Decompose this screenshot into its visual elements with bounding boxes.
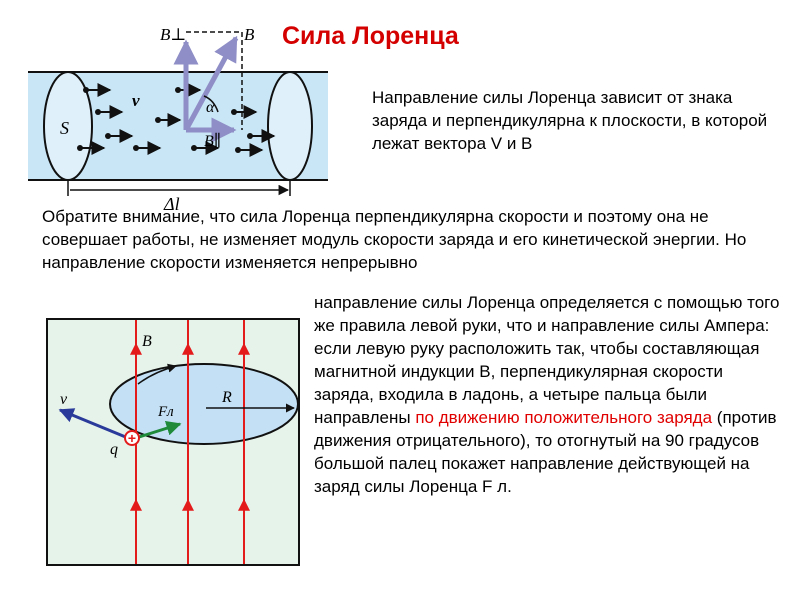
label-length: Δl (163, 194, 180, 214)
velocity-arrow (58, 408, 129, 440)
conductor-figure: B⊥ B v α B∥ S Δl (28, 25, 328, 214)
b-vector-group (173, 35, 239, 143)
label-s: S (60, 118, 69, 138)
label-b: B (244, 25, 255, 44)
rule-text-before: направление силы Лоренца определяется с … (314, 293, 780, 427)
field-diagram: + B v Fл R q (46, 318, 300, 566)
orbit-ellipse (109, 363, 299, 445)
force-arrow (135, 420, 182, 440)
label-r: R (221, 389, 232, 406)
rule-text-after: (против движения отрицательного), то ото… (314, 408, 777, 496)
charge (124, 430, 140, 446)
label-b-perp: B⊥ (160, 25, 186, 44)
paragraph-direction: Направление силы Лоренца зависит от знак… (372, 88, 768, 153)
paragraph-left-hand-rule: направление силы Лоренца определяется с … (314, 291, 784, 498)
paragraph-no-work: Обратите внимание, что сила Лоренца перп… (42, 207, 747, 272)
charge-sign: + (128, 430, 136, 446)
label-b: B (142, 333, 152, 350)
rule-text-highlight: по движению положительного заряда (415, 408, 713, 427)
cross-section-right (267, 71, 313, 181)
charge-arrows (80, 83, 276, 157)
slide-title: Сила Лоренца (282, 22, 459, 50)
label-v: v (132, 91, 140, 110)
label-q: q (110, 441, 118, 458)
label-v: v (60, 391, 68, 408)
label-b-parallel: B∥ (204, 132, 221, 150)
label-f: Fл (157, 404, 174, 420)
label-alpha: α (206, 99, 215, 116)
